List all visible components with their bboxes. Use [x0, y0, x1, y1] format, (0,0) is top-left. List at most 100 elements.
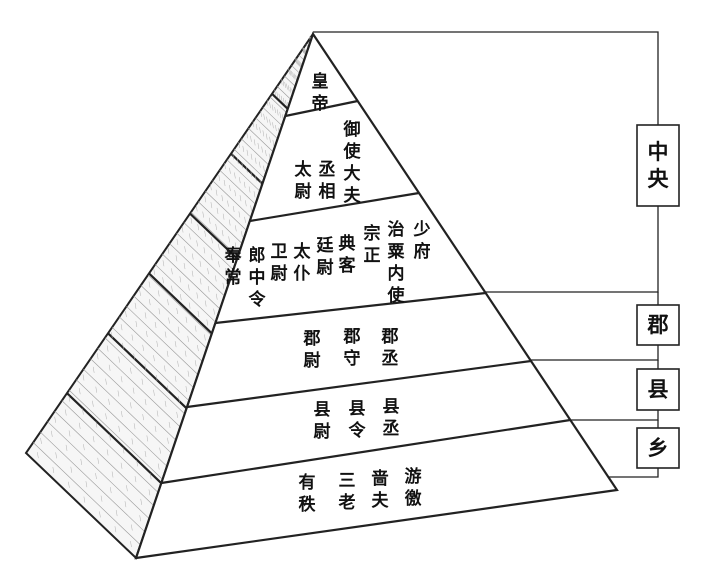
brick-joint: [196, 240, 198, 247]
brick-joint: [250, 205, 252, 212]
brick-joint: [204, 230, 206, 237]
brick-joint: [188, 284, 190, 291]
level-box-commandery: 郡: [636, 304, 680, 346]
brick-joint: [228, 236, 230, 243]
brick-joint: [105, 413, 107, 420]
brick-course-line: [169, 243, 225, 297]
office-title: 郡守: [343, 327, 361, 369]
office-title: 宗正: [364, 223, 381, 266]
brick-joint: [78, 422, 81, 429]
brick-joint: [274, 106, 276, 114]
brick-joint: [253, 139, 256, 146]
brick-joint: [265, 133, 268, 140]
brick-joint: [255, 175, 257, 182]
brick-joint: [130, 541, 132, 548]
brick-joint: [184, 246, 186, 253]
brick-joint: [232, 205, 235, 213]
brick-course-line: [126, 306, 199, 375]
brick-joint: [242, 145, 245, 152]
brick-course-line: [76, 379, 168, 467]
brick-joint: [185, 316, 188, 323]
pyramid-left-brick-face: [24, 33, 314, 560]
brick-joint: [174, 341, 177, 348]
brick-joint: [246, 132, 248, 139]
brick-course-line: [248, 128, 274, 153]
brick-joint: [153, 389, 155, 396]
brick-course-line: [140, 285, 208, 349]
brick-joint: [206, 319, 209, 326]
brick-joint: [68, 481, 70, 488]
brick-joint: [191, 270, 194, 277]
brick-joint: [180, 294, 182, 301]
brick-course-line: [162, 253, 221, 310]
brick-joint: [156, 340, 158, 347]
brick-joint: [207, 268, 209, 275]
brick-joint: [229, 167, 231, 174]
brick-joint: [168, 421, 171, 429]
brick-course-line: [61, 400, 159, 493]
county-bracket-bottom: [570, 410, 659, 421]
brick-joint: [154, 425, 157, 432]
brick-joint: [80, 458, 83, 466]
brick-joint: [218, 174, 221, 181]
brick-joint: [204, 196, 207, 203]
brick-joint: [239, 195, 242, 202]
brick-joint: [223, 179, 226, 187]
brick-joint: [279, 111, 282, 118]
brick-joint: [259, 127, 261, 134]
pyramid-front-face: [134, 31, 619, 560]
brick-joint: [126, 485, 128, 492]
brick-joint: [40, 437, 42, 444]
brick-joint: [289, 86, 292, 94]
brick-joint: [52, 466, 55, 474]
brick-course-line: [90, 358, 177, 441]
brick-joint: [269, 102, 271, 109]
brick-joint: [250, 153, 253, 160]
brick-joint: [159, 447, 161, 454]
brick-joint: [221, 195, 224, 202]
brick-joint: [167, 437, 169, 444]
brick-joint: [288, 68, 290, 75]
brick-joint: [120, 324, 123, 331]
brick-joint: [176, 411, 178, 418]
brick-joint: [235, 225, 237, 232]
brick-joint: [95, 421, 98, 428]
brick-joint: [111, 471, 114, 478]
tier-divider-line: [215, 291, 486, 325]
brick-joint: [184, 350, 187, 357]
brick-joint: [82, 374, 85, 381]
brick-joint: [85, 481, 88, 488]
brick-joint: [189, 233, 191, 240]
brick-joint: [157, 463, 160, 470]
level-box-central: 中央: [636, 124, 680, 207]
brick-joint: [117, 390, 120, 397]
brick-joint: [65, 444, 68, 451]
central-bracket-top: [313, 31, 659, 125]
brick-joint: [196, 292, 198, 299]
office-title: 游徼: [405, 466, 422, 509]
brick-joint: [291, 70, 293, 77]
township-bracket-bottom: [609, 468, 659, 478]
brick-joint: [257, 142, 260, 150]
brick-joint: [115, 510, 118, 517]
brick-joint: [197, 345, 199, 352]
brick-course-line: [147, 274, 212, 336]
brick-joint: [254, 157, 257, 164]
brick-joint: [296, 58, 298, 65]
tier-divider-line: [186, 359, 532, 409]
brick-joint: [213, 308, 215, 315]
brick-joint: [266, 116, 268, 123]
brick-joint: [266, 99, 269, 106]
brick-course-line: [284, 75, 296, 87]
tier-divider-line: [249, 191, 420, 223]
brick-joint: [83, 444, 85, 451]
office-title: 啬夫: [372, 468, 390, 511]
office-title: 县尉: [314, 400, 331, 442]
brick-joint: [245, 200, 247, 207]
brick-joint: [297, 59, 299, 66]
brick-joint: [274, 89, 276, 96]
brick-joint: [37, 452, 39, 459]
brick-joint: [92, 400, 94, 407]
brick-joint: [148, 281, 151, 288]
level-label-commandery: 郡: [647, 312, 669, 337]
